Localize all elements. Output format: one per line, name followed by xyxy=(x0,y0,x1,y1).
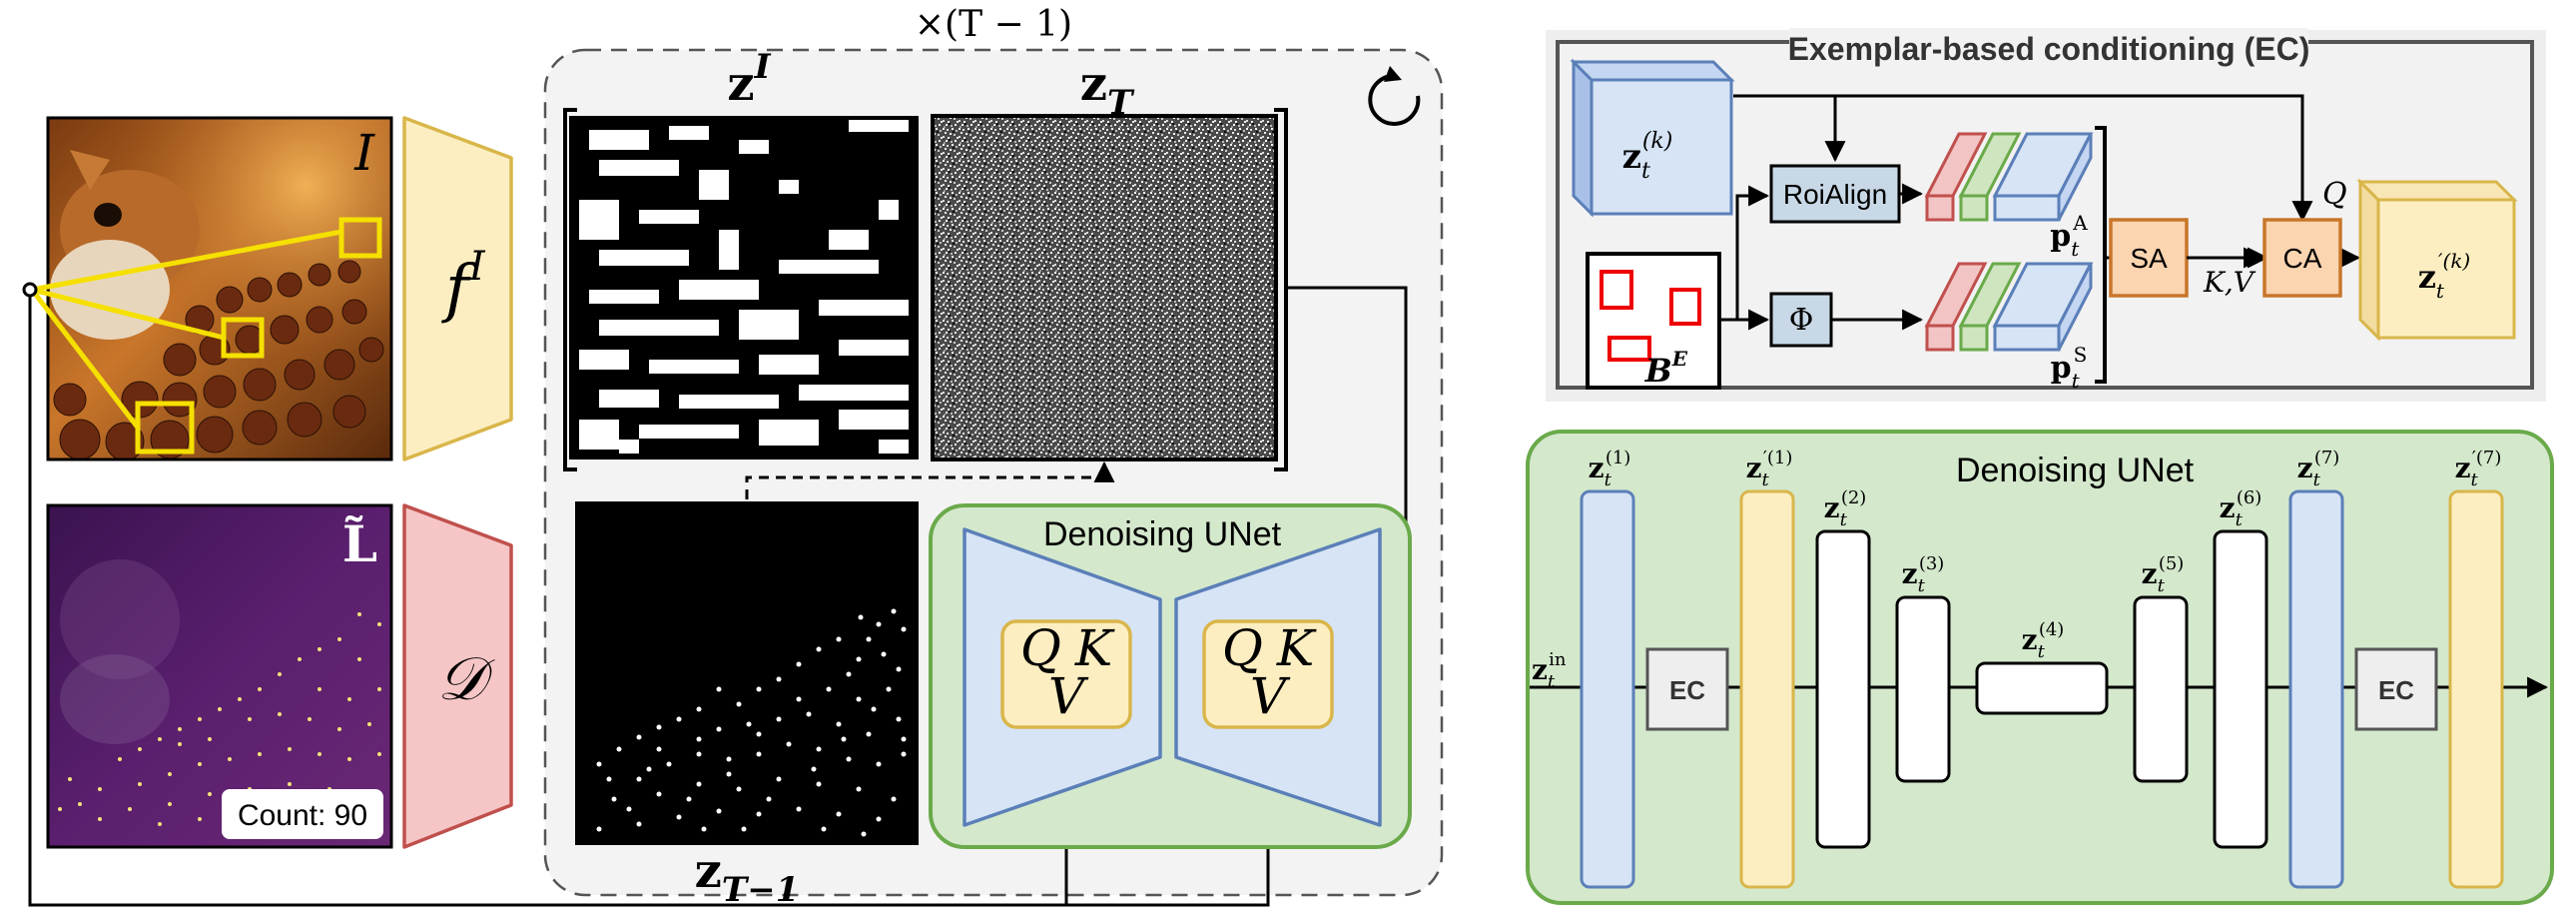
svg-text:zI: zI xyxy=(727,47,771,112)
svg-text:zt′(7): zt′(7) xyxy=(2455,448,2502,490)
svg-text:V: V xyxy=(1048,667,1089,725)
unet-block-1p xyxy=(1739,489,1795,889)
ec-box-2-label: EC xyxy=(2378,675,2414,705)
svg-text:zt(5): zt(5) xyxy=(2142,553,2185,596)
unet-block-7p xyxy=(2448,489,2504,889)
count-text: Count: 90 xyxy=(238,799,367,832)
pa-tokens: ptA xyxy=(1924,132,2094,261)
ca-box xyxy=(2262,218,2342,298)
image-label: I xyxy=(353,124,375,182)
svg-text:QK: QK xyxy=(1020,619,1115,677)
latent-zT: zT xyxy=(931,56,1278,462)
decoder: 𝒟 xyxy=(402,503,513,849)
svg-text:zt(6): zt(6) xyxy=(2220,487,2262,530)
ca-label: CA xyxy=(2283,243,2322,274)
zk-cube: zt(k) xyxy=(1570,58,1735,218)
ec-box-1 xyxy=(1645,647,1729,731)
junction-dot xyxy=(22,282,38,298)
image-encoder: fI xyxy=(402,116,513,462)
svg-text:zt(7): zt(7) xyxy=(2297,448,2340,490)
svg-text:zt(2): zt(2) xyxy=(1824,487,1867,530)
loop-label: ×(T − 1) xyxy=(915,4,1072,45)
zk-out-cube: zt′(k) xyxy=(2356,178,2518,342)
svg-text:zt(1): zt(1) xyxy=(1589,448,1631,490)
kv-label: K,V xyxy=(2203,266,2256,299)
count-badge xyxy=(222,789,383,839)
left-pipeline: ×(T − 1) I xyxy=(22,4,1444,910)
unet-block-1 xyxy=(1580,489,1635,889)
svg-text:zt(k): zt(k) xyxy=(1622,129,1673,184)
exemplar-box xyxy=(338,217,382,259)
sa-label: SA xyxy=(2130,243,2168,274)
ec-title: Exemplar-based conditioning (EC) xyxy=(1788,31,2310,67)
exemplar-boxes-BE: BE xyxy=(1586,252,1721,390)
svg-text:V: V xyxy=(1250,667,1291,725)
unet-block-7 xyxy=(2288,489,2344,889)
svg-text:BE: BE xyxy=(1644,347,1688,390)
unet-block-4 xyxy=(1975,661,2109,715)
roialign-label: RoiAlign xyxy=(1783,179,1887,210)
unet-title: Denoising UNet xyxy=(1956,452,2195,489)
ps-tokens: ptS xyxy=(1924,262,2094,393)
phi-box xyxy=(1769,292,1833,348)
roialign-box xyxy=(1769,164,1901,224)
ec-box-1-label: EC xyxy=(1669,675,1705,705)
zin-label: ztin xyxy=(1532,649,1567,692)
input-image: I xyxy=(22,116,393,462)
sa-box xyxy=(2109,218,2189,298)
unet-panel: Denoising UNet ztin zt(1) EC zt′(1) zt(2… xyxy=(1526,430,2554,905)
loop-icon xyxy=(1368,66,1421,126)
concat-bracket xyxy=(563,108,1288,471)
svg-text:ptS: ptS xyxy=(2051,343,2088,393)
svg-text:zt′(1): zt′(1) xyxy=(1746,448,1793,490)
q-label: Q xyxy=(2322,177,2347,212)
unet-block-3 xyxy=(1895,595,1951,783)
svg-text:QK: QK xyxy=(1222,619,1317,677)
svg-text:zt(3): zt(3) xyxy=(1902,553,1945,596)
density-label: L̃ xyxy=(342,514,377,573)
phi-label: Φ xyxy=(1789,303,1814,338)
svg-text:zT−1: zT−1 xyxy=(695,843,800,910)
tokens-bracket xyxy=(2095,126,2107,384)
ec-panel: Exemplar-based conditioning (EC) zt(k) B… xyxy=(1546,28,2546,402)
latent-zT-1: zT−1 xyxy=(575,501,919,910)
svg-text:zt′(k): zt′(k) xyxy=(2418,249,2470,303)
ec-box-2 xyxy=(2354,647,2438,731)
unet-block-6 xyxy=(2213,529,2268,849)
svg-text:ptA: ptA xyxy=(2050,211,2088,261)
left-unet-title: Denoising UNet xyxy=(1043,515,1282,553)
unet-block-5 xyxy=(2133,595,2189,783)
svg-text:zt(4): zt(4) xyxy=(2022,619,2065,662)
latent-zI: zI xyxy=(569,47,919,460)
unet-block-2 xyxy=(1815,529,1871,849)
density-map: L̃ Count: 90 xyxy=(46,503,393,849)
